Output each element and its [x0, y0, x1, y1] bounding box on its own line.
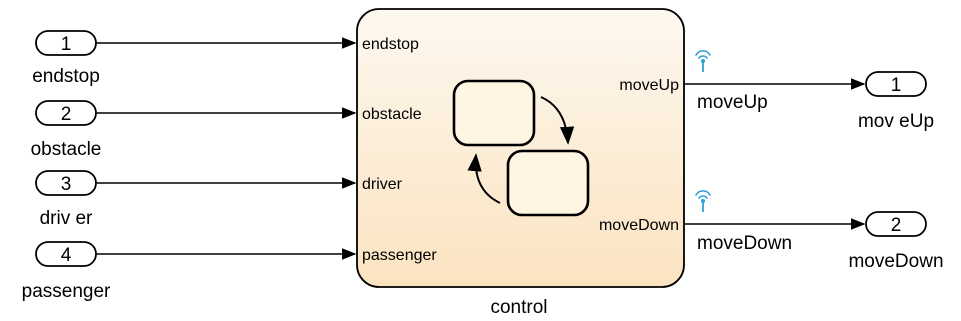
signal-label-movedown[interactable]: moveDown [697, 233, 792, 254]
signal-label-moveup[interactable]: moveUp [697, 92, 768, 113]
inport-3-label: driv er [40, 208, 93, 229]
inport-4-label: passenger [22, 281, 111, 302]
chart-input-driver: driver [362, 176, 403, 193]
inport-4-number: 4 [61, 245, 72, 266]
state-box-lower [506, 149, 590, 217]
inport-block-2[interactable]: 2 obstacle [31, 100, 102, 160]
inport-1-label: endstop [32, 66, 100, 87]
chart-output-moveup: moveUp [619, 77, 679, 94]
outport-2-label: moveDown [848, 251, 943, 272]
inport-2-number: 2 [61, 104, 72, 125]
chart-output-movedown: moveDown [599, 217, 679, 234]
stateflow-chart-icon [452, 79, 590, 217]
wifi-antenna-icon[interactable] [695, 50, 711, 72]
wifi-antenna-icon[interactable] [695, 190, 711, 212]
curved-arrow-icon [540, 96, 575, 145]
inport-1-number: 1 [61, 34, 72, 55]
outport-block-2[interactable]: 2 moveDown [848, 211, 944, 272]
outport-1-number: 1 [891, 75, 902, 96]
inport-2-label: obstacle [31, 139, 102, 160]
outport-block-1[interactable]: 1 mov eUp [858, 71, 934, 132]
outport-1-label: mov eUp [858, 111, 934, 132]
inport-block-4[interactable]: 4 passenger [22, 241, 111, 302]
chart-input-obstacle: obstacle [362, 106, 422, 123]
curved-arrow-icon [467, 153, 501, 204]
outport-2-number: 2 [891, 215, 902, 236]
stateflow-chart-block[interactable]: endstop obstacle driver passenger moveUp… [356, 8, 685, 288]
chart-input-passenger: passenger [362, 247, 437, 264]
inport-block-3[interactable]: 3 driv er [35, 170, 97, 229]
state-box-upper [452, 79, 536, 147]
inport-3-number: 3 [61, 174, 72, 195]
chart-input-endstop: endstop [362, 36, 419, 53]
inport-block-1[interactable]: 1 endstop [32, 30, 100, 87]
chart-block-name: control [490, 297, 547, 318]
